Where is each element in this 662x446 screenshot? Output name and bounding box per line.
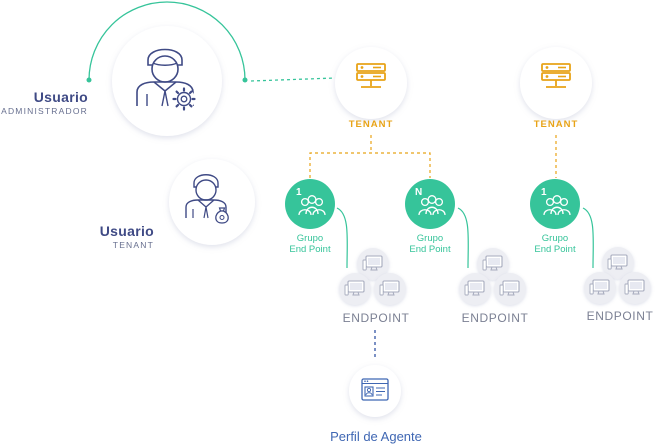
agent-profile-node <box>349 365 401 417</box>
tenant-label-2: TENANT <box>533 119 579 130</box>
group-label-3-line1: Grupo <box>541 233 569 244</box>
tenant1-groups-dashed-connector <box>309 135 431 178</box>
admin-arc-connector <box>88 1 246 81</box>
endpoint-label-3: ENDPOINT <box>586 309 654 323</box>
group-label-1: Grupo End Point <box>275 233 345 255</box>
admin-to-tenant-dashed-line <box>250 77 336 82</box>
agent-profile-label: Perfil de Agente <box>330 429 422 444</box>
admin-user-icon <box>136 48 194 107</box>
group-label-3-line2: End Point <box>534 244 576 255</box>
group3-endpoint-connector <box>582 207 594 269</box>
group-label-1-line1: Grupo <box>296 233 324 244</box>
group2-endpoint-connector <box>457 207 469 269</box>
tenant-node-1 <box>335 47 407 119</box>
group-badge-1: 1 <box>296 187 302 198</box>
profile-window-icon <box>361 378 389 401</box>
tenant-user-title: Usuario <box>99 223 154 239</box>
admin-user-subtitle: ADMINISTRADOR <box>1 106 88 116</box>
group-label-2-line1: Grupo <box>416 233 444 244</box>
group-node-1 <box>285 179 335 229</box>
endpoint-cluster-2 <box>459 248 526 305</box>
arc-end-right-dot <box>242 77 248 83</box>
group-label-1-line2: End Point <box>289 244 331 255</box>
tenant-user-icon <box>185 174 227 219</box>
tenant-user-subtitle: TENANT <box>112 240 154 250</box>
endpoint-cluster-1 <box>339 248 406 305</box>
group-node-2 <box>405 179 455 229</box>
endpoint-label-2: ENDPOINT <box>461 311 529 325</box>
group-label-2: Grupo End Point <box>395 233 465 255</box>
tenant-label-1: TENANT <box>348 119 394 130</box>
admin-user-node <box>112 26 222 136</box>
group-badge-3: 1 <box>541 187 547 198</box>
gear-icon <box>172 87 196 111</box>
tenant-node-2 <box>520 47 592 119</box>
tenant-user-node <box>169 159 255 245</box>
group1-endpoint-connector <box>336 207 348 269</box>
admin-user-title: Usuario <box>33 89 88 105</box>
group-badge-2: N <box>415 187 422 198</box>
group-label-2-line2: End Point <box>409 244 451 255</box>
endpoint-cluster-3 <box>584 247 651 304</box>
arc-end-left-dot <box>86 77 92 83</box>
group-label-3: Grupo End Point <box>520 233 590 255</box>
money-bag-icon <box>215 207 229 224</box>
endpoint-label-1: ENDPOINT <box>342 311 410 325</box>
group-node-3 <box>530 179 580 229</box>
